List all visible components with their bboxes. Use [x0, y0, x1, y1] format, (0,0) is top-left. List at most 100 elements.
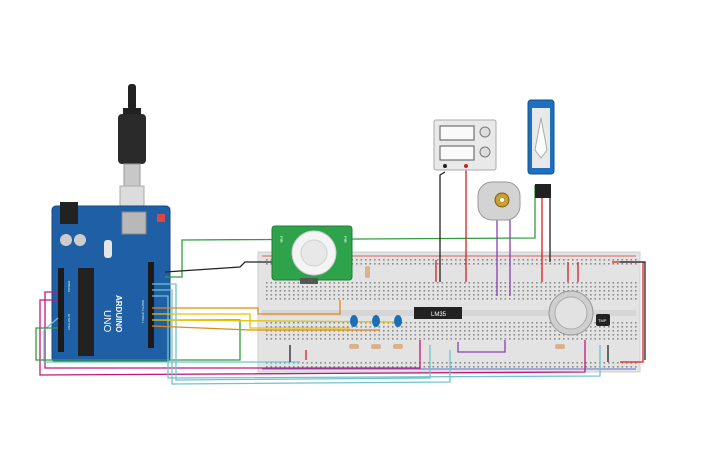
breadboard-hole[interactable]	[311, 294, 313, 296]
breadboard-hole[interactable]	[563, 263, 565, 265]
breadboard-hole[interactable]	[581, 338, 583, 340]
breadboard-hole[interactable]	[270, 298, 273, 300]
breadboard-hole[interactable]	[428, 322, 430, 324]
breadboard-hole[interactable]	[297, 322, 300, 324]
breadboard-hole[interactable]	[540, 290, 543, 292]
breadboard-hole[interactable]	[293, 294, 295, 296]
breadboard-hole[interactable]	[441, 334, 444, 336]
wire-magenta-2[interactable]	[39, 299, 586, 376]
breadboard-hole[interactable]	[333, 298, 336, 300]
breadboard-hole[interactable]	[428, 263, 430, 265]
breadboard-hole[interactable]	[405, 330, 408, 332]
breadboard-hole[interactable]	[270, 282, 273, 284]
breadboard-hole[interactable]	[464, 294, 466, 296]
breadboard-hole[interactable]	[491, 362, 493, 364]
breadboard-hole[interactable]	[428, 286, 430, 288]
breadboard-hole[interactable]	[572, 259, 574, 261]
breadboard-hole[interactable]	[536, 366, 538, 368]
breadboard-hole[interactable]	[558, 259, 561, 261]
breadboard-hole[interactable]	[612, 259, 615, 261]
breadboard-hole[interactable]	[432, 338, 435, 340]
breadboard-hole[interactable]	[351, 286, 354, 288]
breadboard-hole[interactable]	[387, 326, 390, 328]
breadboard-hole[interactable]	[635, 362, 637, 364]
breadboard-hole[interactable]	[347, 338, 349, 340]
breadboard-hole[interactable]	[405, 298, 408, 300]
breadboard-hole[interactable]	[315, 294, 318, 296]
breadboard-hole[interactable]	[545, 290, 547, 292]
breadboard-hole[interactable]	[540, 294, 543, 296]
breadboard-hole[interactable]	[419, 259, 421, 261]
breadboard-hole[interactable]	[356, 326, 358, 328]
breadboard-hole[interactable]	[477, 290, 480, 292]
breadboard-hole[interactable]	[554, 286, 556, 288]
breadboard-hole[interactable]	[626, 263, 628, 265]
breadboard-hole[interactable]	[365, 298, 367, 300]
breadboard-hole[interactable]	[576, 263, 579, 265]
breadboard-hole[interactable]	[621, 322, 624, 324]
breadboard-hole[interactable]	[576, 286, 579, 288]
temperature-sensor-module[interactable]: TMP	[596, 314, 610, 326]
breadboard-hole[interactable]	[360, 334, 363, 336]
breadboard-hole[interactable]	[477, 259, 480, 261]
breadboard-hole[interactable]	[585, 286, 588, 288]
breadboard-hole[interactable]	[284, 326, 286, 328]
breadboard-hole[interactable]	[320, 290, 322, 292]
breadboard-hole[interactable]	[266, 334, 268, 336]
breadboard-hole[interactable]	[383, 338, 385, 340]
breadboard-hole[interactable]	[356, 259, 358, 261]
breadboard-hole[interactable]	[477, 282, 480, 284]
breadboard-hole[interactable]	[522, 259, 525, 261]
breadboard-hole[interactable]	[302, 290, 304, 292]
breadboard-hole[interactable]	[387, 263, 390, 265]
resistor-1[interactable]	[349, 344, 359, 349]
breadboard-hole[interactable]	[455, 338, 457, 340]
breadboard-hole[interactable]	[392, 362, 394, 364]
breadboard-hole[interactable]	[558, 366, 561, 368]
breadboard-hole[interactable]	[297, 362, 300, 364]
breadboard-hole[interactable]	[275, 334, 277, 336]
breadboard-hole[interactable]	[275, 294, 277, 296]
breadboard-hole[interactable]	[446, 290, 448, 292]
breadboard-hole[interactable]	[374, 282, 376, 284]
breadboard-hole[interactable]	[302, 286, 304, 288]
breadboard-hole[interactable]	[347, 334, 349, 336]
breadboard-hole[interactable]	[414, 282, 417, 284]
breadboard-hole[interactable]	[486, 282, 489, 284]
breadboard-hole[interactable]	[338, 334, 340, 336]
breadboard-hole[interactable]	[369, 294, 372, 296]
breadboard-hole[interactable]	[383, 326, 385, 328]
breadboard-hole[interactable]	[446, 294, 448, 296]
breadboard-hole[interactable]	[477, 298, 480, 300]
breadboard-hole[interactable]	[459, 334, 462, 336]
breadboard-hole[interactable]	[500, 366, 502, 368]
breadboard-hole[interactable]	[518, 366, 520, 368]
breadboard-hole[interactable]	[320, 366, 322, 368]
breadboard-hole[interactable]	[612, 298, 615, 300]
breadboard-hole[interactable]	[518, 282, 520, 284]
breadboard-hole[interactable]	[635, 290, 637, 292]
breadboard-hole[interactable]	[374, 263, 376, 265]
breadboard-hole[interactable]	[320, 294, 322, 296]
breadboard-hole[interactable]	[540, 286, 543, 288]
breadboard-hole[interactable]	[549, 334, 552, 336]
breadboard-hole[interactable]	[612, 294, 615, 296]
breadboard-hole[interactable]	[338, 322, 340, 324]
breadboard-hole[interactable]	[288, 338, 291, 340]
breadboard-hole[interactable]	[545, 259, 547, 261]
breadboard-hole[interactable]	[522, 282, 525, 284]
breadboard-hole[interactable]	[387, 366, 390, 368]
breadboard-hole[interactable]	[491, 294, 493, 296]
breadboard-hole[interactable]	[410, 330, 412, 332]
breadboard-hole[interactable]	[455, 286, 457, 288]
breadboard-hole[interactable]	[410, 282, 412, 284]
breadboard-hole[interactable]	[311, 366, 313, 368]
breadboard-hole[interactable]	[414, 330, 417, 332]
breadboard-hole[interactable]	[383, 334, 385, 336]
breadboard-hole[interactable]	[284, 298, 286, 300]
breadboard-hole[interactable]	[374, 294, 376, 296]
breadboard-hole[interactable]	[315, 298, 318, 300]
breadboard-hole[interactable]	[617, 362, 619, 364]
breadboard-hole[interactable]	[491, 330, 493, 332]
breadboard-hole[interactable]	[599, 294, 601, 296]
